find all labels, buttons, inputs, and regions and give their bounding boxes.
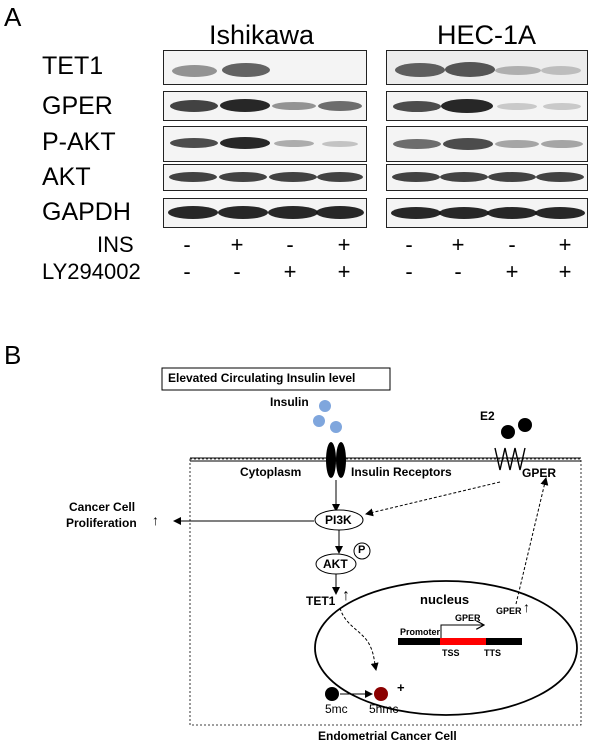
sign: + [337,232,351,257]
5hmc-dot [374,687,388,701]
blot-hec1a-tet1 [386,50,588,85]
phospho-node [353,542,371,560]
5hmc-label: 5hmc [369,702,399,716]
blot-ishikawa-akt [163,164,367,191]
treatment-label-ins: INS [97,232,134,257]
sign: - [508,232,516,257]
promoter-label: Promoter [400,627,441,637]
tet1-up-arrow: ↑ [342,587,350,604]
blot-ishikawa-p-akt [163,126,367,162]
gper-up-arrow: ↑ [523,599,530,615]
sign: + [283,259,297,284]
e2-molecule [501,425,515,439]
e2-molecule [518,418,532,432]
sign: - [405,259,413,284]
ishikawa-title: Ishikawa [209,20,315,50]
row-label-tet1: TET1 [42,52,104,80]
blot-ishikawa-gper [163,91,367,121]
gene-downstream [486,638,522,645]
row-label-akt: AKT [42,163,91,191]
blot-hec1a-p-akt [386,126,588,162]
insulin-label: Insulin [270,395,309,409]
hec1a-title: HEC-1A [437,20,537,50]
insulin-molecule [330,421,342,433]
nucleus [314,580,578,716]
insulin-receptors-label: Insulin Receptors [351,465,452,479]
panel-b-letter: B [4,340,22,370]
gper-receptor [494,447,526,471]
header-box [161,367,391,391]
pi3k-label: PI3K [325,513,352,527]
proliferation-label: Proliferation [66,516,137,530]
tts-label: TTS [484,648,501,658]
sign: + [558,259,572,284]
sign: - [454,259,462,284]
transcription-arrow [440,625,484,638]
blot-hec1a-akt [386,164,588,191]
5mc-label: 5mc [325,702,348,716]
sign: - [233,259,241,284]
blot-ishikawa-tet1 [163,50,367,85]
sign: + [505,259,519,284]
sign: - [183,232,191,257]
cytoplasm-label: Cytoplasm [240,465,302,479]
sign: + [337,259,351,284]
gper-receptor-label: GPER [522,466,557,480]
arrow-gper-pi3k [365,481,501,517]
gene-body [440,638,486,645]
plus-label: + [397,680,405,695]
cell-boundary [189,458,582,726]
sign: + [558,232,572,257]
gene-promoter [398,638,440,645]
sign: - [286,232,294,257]
insulin-receptor [326,442,336,478]
sign: + [230,232,244,257]
blot-ishikawa-gapdh [163,198,367,228]
arrow-tet1-dna [339,607,379,671]
proliferation-up-arrow: ↑ [152,512,159,528]
sign: - [183,259,191,284]
blot-hec1a-gper [386,91,588,121]
panel-a-letter: A [4,2,22,32]
cancer-cell-label: Cancer Cell [69,500,136,514]
gper-up-label: GPER [496,606,522,616]
phospho-label: P [358,544,366,556]
sign: - [405,232,413,257]
e2-label: E2 [480,409,495,423]
insulin-molecule [319,400,331,412]
tss-label: TSS [442,648,460,658]
blot-hec1a-gapdh [386,198,588,228]
header-box-label: Elevated Circulating Insulin level [168,371,356,385]
akt-label: AKT [323,557,348,571]
5mc-dot [325,687,339,701]
cell-label: Endometrial Cancer Cell [318,729,457,743]
tet1-label: TET1 [306,594,336,608]
sign: + [451,232,465,257]
treatment-label-ly294002: LY294002 [42,259,141,284]
row-label-gper: GPER [42,92,113,120]
row-label-gapdh: GAPDH [42,198,131,226]
insulin-receptor [336,442,346,478]
gper-gene-label: GPER [455,613,481,623]
arrow-gper-membrane [515,477,549,605]
nucleus-label: nucleus [420,592,470,607]
insulin-molecule [313,415,325,427]
row-label-p-akt: P-AKT [42,128,116,156]
